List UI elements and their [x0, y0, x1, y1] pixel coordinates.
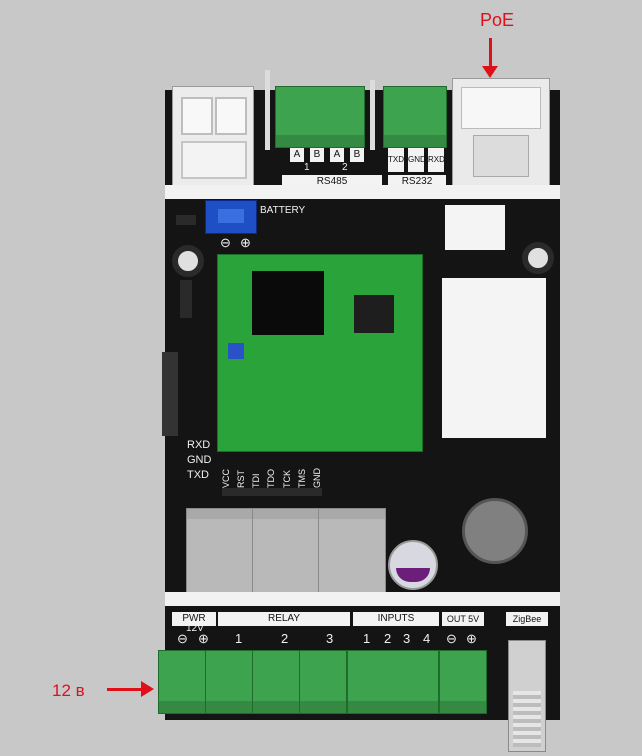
- pwr-minus-icon: ⊖: [177, 631, 188, 646]
- input-number-3: 3: [403, 631, 411, 646]
- inputs-label: INPUTS: [353, 612, 439, 626]
- rs485-terminal-block[interactable]: [275, 86, 365, 148]
- header-x3: [180, 280, 192, 318]
- input-number-1: 1: [363, 631, 371, 646]
- header-x9: [162, 352, 178, 436]
- pwr-voltage-label: 12V: [186, 623, 204, 634]
- bottom-divider-band: [165, 592, 560, 606]
- relay-2: [252, 508, 320, 604]
- poe-ethernet-jack[interactable]: [452, 78, 550, 188]
- uart-gnd-label: GND: [187, 454, 212, 466]
- zigbee-antenna-connector[interactable]: [508, 640, 546, 752]
- rs485-wire-left: [265, 70, 270, 150]
- relay-label: RELAY: [218, 612, 350, 626]
- rs485-wire-right: [370, 80, 375, 150]
- rs485-pins: A B A B: [290, 148, 372, 162]
- module-chip-small: [354, 295, 394, 333]
- relay-3: [318, 508, 386, 604]
- rs232-terminal-block[interactable]: [383, 86, 447, 148]
- relay-1: [186, 508, 254, 604]
- pwr-label: PWR: [172, 612, 216, 626]
- battery-minus-icon: ⊖: [220, 235, 231, 250]
- rs232-pin-txd: TXD: [388, 148, 404, 172]
- header-x6: [176, 215, 196, 225]
- jtag-labels: VCC RST TDI TDO TCK TMS GND: [221, 466, 322, 489]
- poe-annotation-label: PoE: [480, 10, 515, 30]
- jtag-header: [222, 488, 322, 496]
- relay-3-terminal[interactable]: [299, 650, 347, 714]
- power-arrow: [107, 688, 145, 691]
- mounting-hole-left: [172, 245, 204, 277]
- poe-arrowhead-icon: [482, 66, 498, 78]
- usb-connector: [172, 86, 254, 186]
- rs485-port-1: 1: [304, 162, 310, 173]
- cpu-module: [217, 254, 423, 452]
- pwr-plus-icon: ⊕: [198, 631, 209, 646]
- module-chip-large: [252, 271, 324, 335]
- jtag-gnd: GND: [311, 468, 322, 488]
- power-arrowhead-icon: [141, 681, 154, 697]
- inputs-terminal[interactable]: [347, 650, 439, 714]
- jtag-vcc: VCC: [221, 468, 231, 488]
- mounting-hole-right: [522, 242, 554, 274]
- rs485-pin-b2: B: [350, 148, 364, 162]
- out5v-plus-icon: ⊕: [466, 631, 477, 646]
- jtag-tdo: TDO: [266, 469, 277, 488]
- out5v-label: OUT 5V: [442, 612, 484, 626]
- battery-plus-icon: ⊕: [240, 235, 251, 250]
- relay-number-1: 1: [235, 631, 243, 646]
- rs485-pin-a1: A: [290, 148, 304, 162]
- out5v-minus-icon: ⊖: [446, 631, 457, 646]
- out5v-terminal[interactable]: [439, 650, 487, 714]
- power-annotation-label: 12 в: [52, 681, 85, 700]
- relay-number-3: 3: [326, 631, 334, 646]
- poe-arrow: [489, 38, 492, 72]
- pwr-terminal[interactable]: [158, 650, 206, 714]
- jtag-tdi: TDI: [251, 473, 262, 489]
- uart-rxd-label: RXD: [187, 439, 211, 451]
- electrolytic-cap: [388, 540, 438, 590]
- jtag-rst: RST: [236, 470, 247, 488]
- battery-connector[interactable]: [205, 200, 257, 234]
- input-number-2: 2: [384, 631, 392, 646]
- jtag-tms: TMS: [296, 469, 307, 488]
- zigbee-label: ZigBee: [506, 612, 548, 626]
- transformer-small: [445, 205, 505, 250]
- rs232-pin-gnd: GND: [408, 148, 426, 172]
- rs232-pin-rxd: RXD: [428, 148, 445, 172]
- relay-2-terminal[interactable]: [252, 650, 300, 714]
- rs232-pins: TXD GND RXD: [388, 148, 448, 172]
- module-pot: [228, 343, 244, 359]
- relay-1-terminal[interactable]: [205, 650, 253, 714]
- buzzer: [462, 498, 528, 564]
- battery-label: BATTERY: [260, 205, 306, 216]
- rs485-pin-a2: A: [330, 148, 344, 162]
- uart-txd-label: TXD: [187, 469, 209, 481]
- rs485-pin-b1: B: [310, 148, 324, 162]
- relay-number-2: 2: [281, 631, 289, 646]
- rs485-port-2: 2: [342, 162, 348, 173]
- jtag-tck: TCK: [281, 470, 292, 488]
- transformer-large: [442, 278, 546, 438]
- input-number-4: 4: [423, 631, 431, 646]
- top-divider-band: [165, 185, 560, 199]
